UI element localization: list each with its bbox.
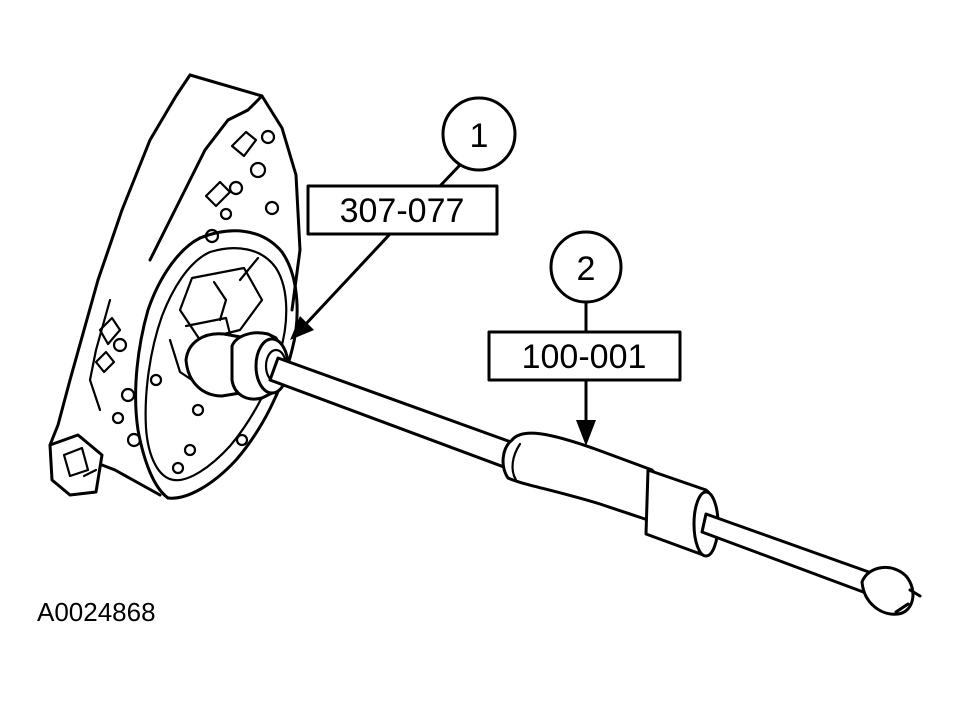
- callout-1-leader: [302, 232, 392, 328]
- callout-1-part-number: 307-077: [340, 192, 465, 230]
- callout-1-number: 1: [470, 117, 489, 155]
- callout-2-arrowhead: [576, 420, 596, 446]
- callout-1-arrowhead: [290, 316, 314, 340]
- callout-1-box: [306, 184, 499, 236]
- callout-2: 2 100-001: [487, 230, 682, 446]
- remover-tool-head: [184, 331, 290, 401]
- callout-1-leader-top: [438, 163, 462, 188]
- transmission-case: [48, 73, 302, 497]
- figure-id: A0024868: [37, 597, 156, 627]
- slide-hammer: [268, 356, 922, 616]
- callout-2-part-number: 100-001: [522, 338, 647, 376]
- callout-2-box: [487, 330, 682, 382]
- callout-1-circle: [441, 96, 517, 172]
- callout-2-number: 2: [577, 250, 596, 288]
- callout-1: 1 307-077: [290, 96, 517, 340]
